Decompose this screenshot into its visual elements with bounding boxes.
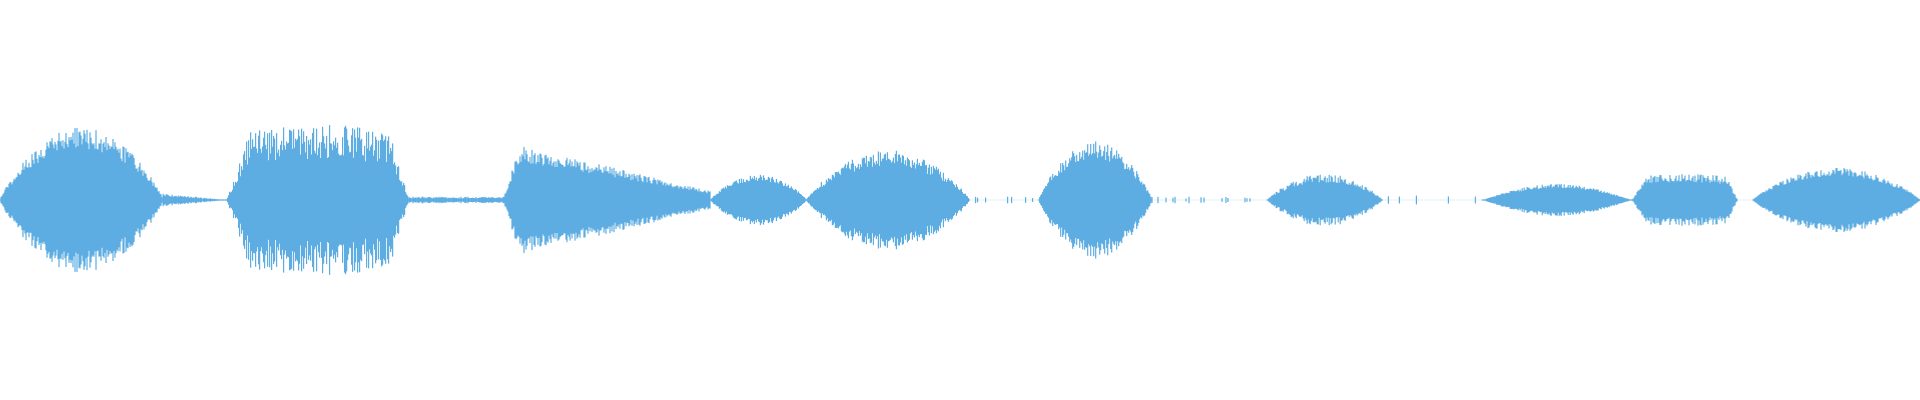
waveform-segment [162, 193, 227, 207]
waveform-segment [0, 127, 164, 273]
waveform-segment [1038, 141, 1153, 259]
waveform-segment [226, 125, 410, 275]
waveform-segment [709, 174, 807, 226]
waveform-segment-path [709, 174, 807, 226]
waveform-segment-path [1631, 174, 1738, 226]
waveform-segment [1631, 174, 1738, 226]
waveform-segment [502, 146, 711, 254]
waveform-segment-path [1038, 141, 1153, 259]
waveform-segment [1387, 195, 1476, 205]
waveform-segment [975, 196, 1034, 204]
waveform-segment-path [975, 196, 1034, 204]
waveform-segment-path [805, 150, 970, 250]
waveform-segment [1151, 196, 1251, 204]
waveform-segment-path [1752, 168, 1920, 232]
waveform-segment-path [1266, 174, 1383, 226]
waveform-segment-path [408, 196, 504, 204]
waveform-segment [1266, 174, 1383, 226]
waveform-segment [805, 150, 970, 250]
waveform-segment-path [1387, 195, 1476, 205]
waveform-segment-path [162, 193, 227, 207]
waveform-segment [1752, 168, 1920, 232]
waveform-segment-path [1151, 196, 1251, 204]
waveform-segment [1481, 184, 1632, 216]
waveform-segment-path [1481, 184, 1632, 216]
waveform-segment-path [0, 127, 164, 273]
waveform-segment-path [226, 125, 410, 275]
waveform-segment [408, 196, 504, 204]
waveform-segment-path [502, 146, 711, 254]
